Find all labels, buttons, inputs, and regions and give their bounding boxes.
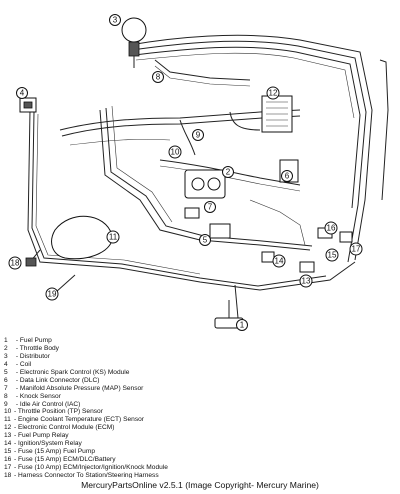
legend-item: 15- Fuse (15 Amp) Fuel Pump (4, 448, 95, 456)
svg-text:3: 3 (113, 16, 118, 25)
coil (19, 97, 37, 113)
legend-item: 3 - Distributor (4, 352, 50, 360)
callout-17: 17 (349, 242, 363, 256)
callout-9: 9 (192, 129, 204, 141)
legend-item: 11- Engine Coolant Temperature (ECT) Sen… (4, 416, 144, 424)
legend-item: 5 - Electronic Spark Control (KS) Module (4, 368, 130, 376)
svg-text:8: 8 (156, 73, 161, 82)
legend-item: 12- Electronic Control Module (ECM) (4, 424, 115, 432)
svg-text:18: 18 (11, 259, 20, 268)
wiring-harness (27, 34, 389, 319)
callout-8: 8 (152, 71, 164, 83)
fuel-pump (214, 300, 244, 329)
legend-item: 4 - Coil (4, 360, 32, 368)
legend-item: 1 - Fuel Pump (4, 337, 52, 344)
callout-10: 10 (168, 145, 182, 159)
svg-text:5: 5 (203, 236, 208, 245)
svg-text:13: 13 (302, 277, 311, 286)
legend-item: 7 - Manifold Absolute Pressure (MAP) Sen… (4, 384, 144, 392)
throttle-body (184, 169, 226, 199)
svg-text:10: 10 (171, 148, 180, 157)
callout-7: 7 (204, 201, 216, 213)
legend-item: 16- Fuse (15 Amp) ECM/DLC/Battery (4, 456, 116, 464)
svg-text:6: 6 (285, 172, 290, 181)
parts-legend: 1 - Fuel Pump 2 - Throttle Body 3 - Dist… (4, 337, 396, 480)
legend-item: 6 - Data Link Connector (DLC) (4, 376, 100, 384)
legend-item: 18- Harness Connector To Station/Steerin… (4, 471, 159, 479)
harness-connector (25, 257, 37, 267)
callout-11: 11 (106, 230, 120, 244)
legend-item: 9 - Idle Air Control (IAC) (4, 400, 81, 408)
svg-text:16: 16 (327, 224, 336, 233)
legend-item: 13- Fuel Pump Relay (4, 432, 69, 440)
svg-text:7: 7 (208, 203, 213, 212)
callout-1: 1 (236, 319, 248, 331)
copyright-footer: MercuryPartsOnline v2.5.1 (Image Copyrig… (0, 478, 400, 492)
callout-4: 4 (16, 87, 28, 99)
legend-item: 2 - Throttle Body (4, 344, 59, 352)
wiring-diagram: 1 2 3 4 5 6 7 8 9 10 11 12 13 14 15 16 1 (8, 14, 389, 331)
engine-block (51, 215, 113, 260)
distributor (121, 17, 147, 68)
callout-19: 19 (45, 287, 59, 301)
svg-text:9: 9 (196, 131, 201, 140)
svg-text:12: 12 (269, 89, 278, 98)
svg-text:11: 11 (109, 233, 118, 242)
callout-16: 16 (324, 221, 338, 235)
callout-3: 3 (109, 14, 121, 26)
callout-2: 2 (222, 166, 234, 178)
svg-text:2: 2 (226, 168, 231, 177)
legend-item: 17- Fuse (10 Amp) ECM/Injector/Ignition/… (4, 464, 168, 471)
ecm-module (261, 95, 293, 133)
svg-text:17: 17 (352, 245, 361, 254)
callout-14: 14 (272, 254, 286, 268)
svg-text:19: 19 (48, 290, 57, 299)
legend-item: 10- Throttle Position (TP) Sensor (4, 408, 103, 416)
callout-13: 13 (299, 274, 313, 288)
callout-5: 5 (199, 234, 211, 246)
legend-item: 8 - Knock Sensor (4, 392, 61, 400)
svg-text:14: 14 (275, 257, 284, 266)
map-sensor (184, 207, 200, 219)
legend-item: 14- Ignition/System Relay (4, 440, 82, 448)
svg-text:1: 1 (240, 321, 245, 330)
ks-module (209, 223, 231, 239)
callout-15: 15 (325, 248, 339, 262)
svg-text:15: 15 (328, 251, 337, 260)
callout-18: 18 (8, 256, 22, 270)
svg-text:4: 4 (20, 89, 25, 98)
callout-12: 12 (266, 86, 280, 100)
callout-6: 6 (281, 170, 293, 182)
